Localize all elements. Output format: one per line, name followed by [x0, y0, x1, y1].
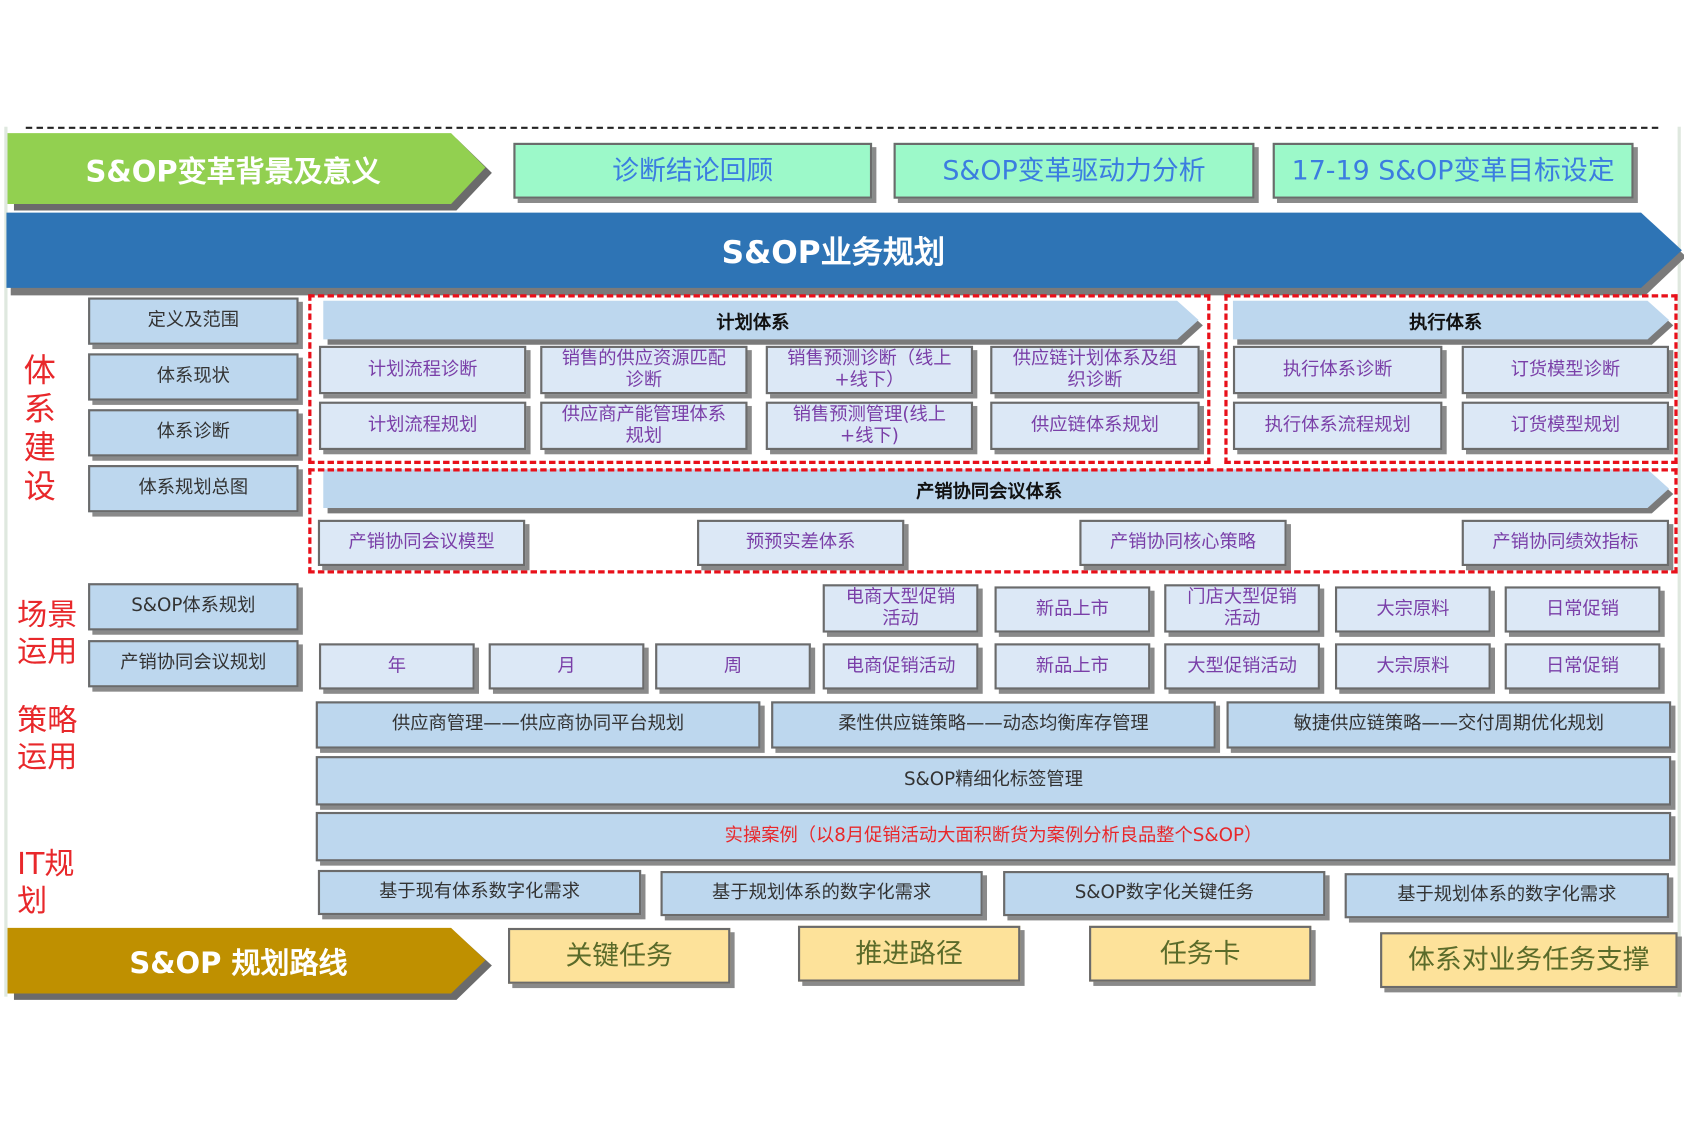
sales-supply-matching-diagnosis[interactable]: 销售的供应资源匹配诊断	[540, 345, 748, 395]
roadmap-progress-path[interactable]: 推进路径	[797, 925, 1021, 982]
cadence-year[interactable]: 年	[318, 643, 475, 690]
gold-arrow	[7, 927, 486, 994]
section-label-scenario: 场景 运用	[17, 597, 78, 670]
sales-forecast-diagnosis[interactable]: 销售预测诊断（线上+线下）	[765, 345, 974, 395]
roadmap-task-card[interactable]: 任务卡	[1089, 925, 1312, 982]
supplier-capacity-planning[interactable]: 供应商产能管理体系规划	[540, 401, 748, 451]
plan-process-diagnosis[interactable]: 计划流程诊断	[318, 345, 527, 395]
frame-left-border	[4, 126, 8, 997]
left-item-system-status[interactable]: 体系现状	[88, 353, 299, 401]
section-label-it: IT规 划	[17, 846, 75, 919]
blue-banner-arrow	[6, 212, 1682, 288]
it-planned-system-digital-needs-2[interactable]: 基于规划体系的数字化需求	[1344, 873, 1669, 919]
order-model-planning[interactable]: 订货模型规划	[1461, 401, 1669, 451]
scenario-new-product-launch-2[interactable]: 新品上市	[994, 643, 1151, 690]
planning-system-group	[308, 294, 1211, 464]
plan-process-planning[interactable]: 计划流程规划	[318, 401, 527, 451]
scenario-daily-promo-2[interactable]: 日常促销	[1504, 643, 1661, 690]
it-existing-system-digital-needs[interactable]: 基于现有体系数字化需求	[317, 869, 642, 916]
execution-process-planning[interactable]: 执行体系流程规划	[1232, 401, 1443, 451]
strategy-supplier-management[interactable]: 供应商管理——供应商协同平台规划	[315, 701, 761, 749]
scenario-daily-promo[interactable]: 日常促销	[1504, 586, 1661, 633]
meeting-core-strategy[interactable]: 产销协同核心策略	[1079, 519, 1287, 566]
left-item-system-master-plan[interactable]: 体系规划总图	[88, 465, 299, 513]
scenario-ecommerce-promo[interactable]: 电商促销活动	[822, 643, 979, 690]
case-study-bar[interactable]: 实操案例（以8月促销活动大面积断货为案例分析良品整个S&OP）	[315, 811, 1672, 862]
cadence-month[interactable]: 月	[488, 643, 645, 690]
scenario-store-big-promo[interactable]: 门店大型促销活动	[1164, 584, 1320, 633]
section-label-system-building: 体 系 建 设	[23, 352, 56, 506]
background-arrow-label: S&OP变革背景及意义	[85, 155, 381, 189]
roadmap-arrow-label: S&OP 规划路线	[129, 947, 348, 981]
scenario-bulk-materials[interactable]: 大宗原料	[1334, 586, 1491, 633]
scenario-bulk-materials-2[interactable]: 大宗原料	[1334, 643, 1491, 690]
meeting-system-group	[308, 468, 1678, 574]
top-dashed-divider	[25, 126, 1659, 129]
plan-system-arrow	[323, 300, 1199, 340]
sales-forecast-management[interactable]: 销售预测管理(线上+线下)	[765, 401, 974, 451]
left-item-sop-system-plan[interactable]: S&OP体系规划	[88, 583, 299, 631]
it-planned-system-digital-needs[interactable]: 基于规划体系的数字化需求	[660, 871, 983, 917]
change-target-box[interactable]: 17-19 S&OP变革目标设定	[1272, 142, 1634, 199]
left-item-definition-scope[interactable]: 定义及范围	[88, 297, 299, 345]
tag-management-bar[interactable]: S&OP精细化标签管理	[315, 756, 1672, 806]
meeting-system-arrow	[323, 469, 1669, 509]
forecast-variance-system[interactable]: 预预实差体系	[697, 519, 905, 566]
strategy-flexible-supply-chain[interactable]: 柔性供应链策略——动态均衡库存管理	[771, 701, 1216, 749]
meeting-system-title: 产销协同会议体系	[916, 480, 1063, 503]
section-label-strategy: 策略 运用	[17, 702, 78, 775]
scenario-new-product-launch[interactable]: 新品上市	[994, 586, 1151, 633]
left-item-system-diagnosis[interactable]: 体系诊断	[88, 409, 299, 457]
scenario-big-promo[interactable]: 大型促销活动	[1164, 643, 1320, 690]
roadmap-system-support[interactable]: 体系对业务任务支撑	[1380, 932, 1678, 989]
meeting-model[interactable]: 产销协同会议模型	[317, 519, 526, 566]
planning-system-title: 计划体系	[716, 311, 790, 334]
change-driver-analysis-box[interactable]: S&OP变革驱动力分析	[893, 142, 1255, 199]
meeting-kpi[interactable]: 产销协同绩效指标	[1461, 519, 1669, 566]
supply-chain-system-planning[interactable]: 供应链体系规划	[990, 401, 1200, 451]
execution-system-title: 执行体系	[1409, 311, 1483, 334]
execution-system-group	[1224, 294, 1678, 464]
order-model-diagnosis[interactable]: 订货模型诊断	[1461, 345, 1669, 395]
main-banner-label: S&OP业务规划	[721, 234, 946, 271]
cadence-week[interactable]: 周	[655, 643, 811, 690]
execution-system-diagnosis[interactable]: 执行体系诊断	[1232, 345, 1443, 395]
scenario-ecommerce-big-promo[interactable]: 电商大型促销活动	[822, 584, 979, 633]
roadmap-key-tasks[interactable]: 关键任务	[508, 927, 731, 984]
it-sop-digital-key-tasks[interactable]: S&OP数字化关键任务	[1003, 871, 1326, 917]
strategy-agile-supply-chain[interactable]: 敏捷供应链策略——交付周期优化规划	[1226, 701, 1672, 749]
exec-system-arrow	[1232, 300, 1669, 340]
frame-right-border	[1677, 126, 1681, 997]
green-arrow	[7, 133, 486, 205]
supply-chain-plan-org-diagnosis[interactable]: 供应链计划体系及组织诊断	[990, 345, 1200, 395]
diagnosis-review-box[interactable]: 诊断结论回顾	[513, 142, 873, 199]
left-item-sop-meeting-plan[interactable]: 产销协同会议规划	[88, 640, 299, 688]
